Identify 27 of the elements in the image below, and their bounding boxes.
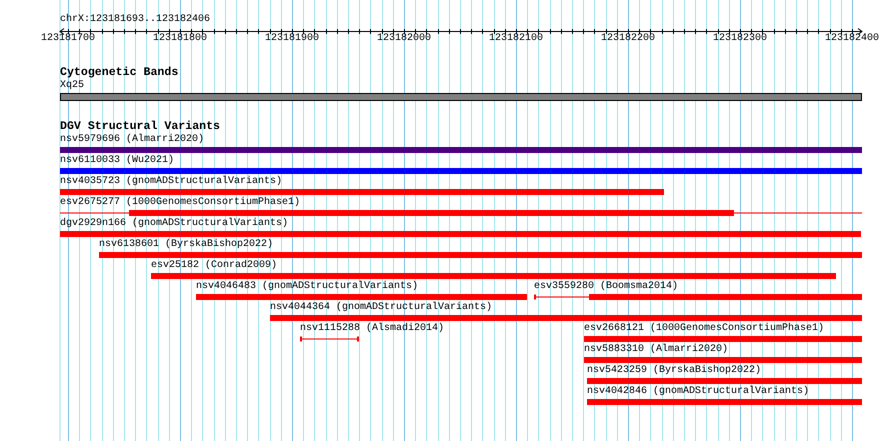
variant-label: nsv4042846 (gnomADStructuralVariants) bbox=[587, 386, 810, 398]
track-title: DGV Structural Variants bbox=[60, 120, 220, 134]
variant-label: nsv5423259 (ByrskaBishop2022) bbox=[587, 365, 762, 377]
tick-label: 123182000 bbox=[377, 33, 431, 45]
variant-label: dgv2929n166 (gnomADStructuralVariants) bbox=[60, 218, 288, 230]
variant-label: nsv5883310 (Almarri2020) bbox=[584, 344, 728, 356]
tick-label: 123181700 bbox=[41, 33, 95, 45]
variant-label: nsv6110033 (Wu2021) bbox=[60, 155, 174, 167]
variant-label: esv2675277 (1000GenomesConsortiumPhase1) bbox=[60, 197, 300, 209]
variant-label: esv25182 (Conrad2009) bbox=[151, 260, 278, 272]
region-coordinates: chrX:123181693..123182406 bbox=[60, 14, 210, 26]
variant-label: nsv6138601 (ByrskaBishop2022) bbox=[99, 239, 274, 251]
variant-label: nsv5979696 (Almarri2020) bbox=[60, 134, 204, 146]
tick-label: 123182200 bbox=[601, 33, 655, 45]
variant-label: esv3559280 (Boomsma2014) bbox=[534, 281, 678, 293]
variant-label: esv2668121 (1000GenomesConsortiumPhase1) bbox=[584, 323, 824, 335]
band-label: Xq25 bbox=[60, 80, 84, 92]
variant-label: nsv4035723 (gnomADStructuralVariants) bbox=[60, 176, 282, 188]
tick-label: 123182300 bbox=[713, 33, 767, 45]
tick-label: 123182100 bbox=[489, 33, 543, 45]
tick-label: 123181800 bbox=[153, 33, 207, 45]
variant-label: nsv4046483 (gnomADStructuralVariants) bbox=[196, 281, 418, 293]
tick-label: 123181900 bbox=[265, 33, 319, 45]
variant-label: nsv1115288 (Alsmadi2014) bbox=[300, 323, 444, 335]
tick-label: 123182400 bbox=[825, 33, 879, 45]
track-title: Cytogenetic Bands bbox=[60, 66, 178, 80]
variant-label: nsv4044364 (gnomADStructuralVariants) bbox=[270, 302, 492, 314]
